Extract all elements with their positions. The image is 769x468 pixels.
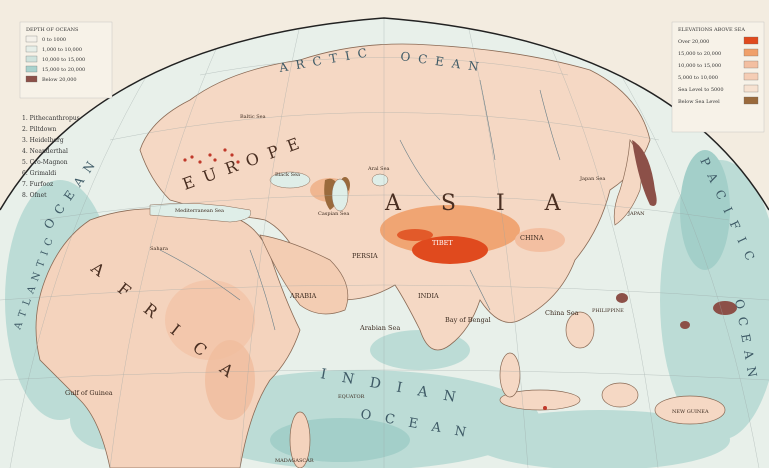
label-mediterranean: Mediterranean Sea <box>175 208 224 214</box>
elev-label-5: Below Sea Level <box>678 99 720 105</box>
site-item: 6. Grimaldi <box>22 170 56 177</box>
elev-label-4: Sea Level to 5000 <box>678 87 724 93</box>
label-tibet: TIBET <box>432 239 453 247</box>
depth-legend: DEPTH OF OCEANS 0 to 1000 1,000 to 10,00… <box>19 21 113 99</box>
depth-swatch-1 <box>25 45 38 53</box>
label-bay-of-bengal: Bay of Bengal <box>445 316 491 324</box>
madagascar-island <box>289 411 311 468</box>
label-china-sea: China Sea <box>545 309 579 317</box>
depth-label-1: 1,000 to 10,000 <box>42 47 82 53</box>
depth-legend-title: DEPTH OF OCEANS <box>26 27 79 33</box>
depth-swatch-3 <box>25 65 38 73</box>
depth-label-3: 15,000 to 20,000 <box>42 67 85 73</box>
label-black-sea: Black Sea <box>275 172 300 178</box>
inland-seas <box>149 171 389 223</box>
label-sahara: Sahara <box>150 246 168 252</box>
site-item: 2. Piltdown <box>22 126 57 133</box>
rivers <box>159 79 561 331</box>
label-persia: PERSIA <box>352 252 378 260</box>
ocean-trenches <box>616 140 737 329</box>
elev-label-1: 15,000 to 20,000 <box>678 51 721 57</box>
elev-label-3: 5,000 to 10,000 <box>678 75 718 81</box>
label-new-guinea: NEW GUINEA <box>672 409 709 415</box>
se-asian-islands <box>499 311 726 425</box>
label-asia: ASIA <box>384 191 601 216</box>
label-japan: JAPAN <box>627 211 645 217</box>
label-arabia: ARABIA <box>289 292 317 300</box>
site-item: 7. Furfooz <box>22 181 53 188</box>
arabia-landmass <box>259 234 349 315</box>
site-item: 3. Heidelberg <box>22 137 64 144</box>
label-gulf-of-guinea: Gulf of Guinea <box>65 389 113 397</box>
elevation-legend: ELEVATIONS ABOVE SEA Over 20,000 15,000 … <box>671 21 765 133</box>
site-item: 4. Neanderthal <box>22 148 68 155</box>
depth-swatch-0 <box>25 35 38 43</box>
elev-swatch-2 <box>743 60 759 69</box>
site-item: 8. Ofnet <box>22 192 47 199</box>
label-equator: EQUATOR <box>338 394 365 400</box>
label-aral-sea: Aral Sea <box>367 166 390 172</box>
elev-swatch-0 <box>743 36 759 45</box>
elev-swatch-3 <box>743 72 759 81</box>
label-madagascar: MADAGASCAR <box>275 458 314 464</box>
label-arabian-sea: Arabian Sea <box>359 324 400 332</box>
elevation-legend-title: ELEVATIONS ABOVE SEA <box>678 27 745 33</box>
label-japan-sea: Japan Sea <box>579 176 605 182</box>
label-india: INDIA <box>418 292 439 300</box>
elevation-shading <box>165 178 565 420</box>
sites-list: 1. Pithecanthropus 2. Piltdown 3. Heidel… <box>22 115 80 199</box>
site-item: 1. Pithecanthropus <box>22 115 80 122</box>
label-philippine: PHILIPPINE <box>592 308 624 314</box>
depth-swatch-2 <box>25 55 38 63</box>
depth-label-2: 10,000 to 15,000 <box>42 57 85 63</box>
fossil-site-markers <box>183 148 547 410</box>
depth-label-4: Below 20,000 <box>42 77 77 83</box>
elev-swatch-5 <box>743 96 759 105</box>
elev-swatch-1 <box>743 48 759 57</box>
depth-label-0: 0 to 1000 <box>42 37 66 43</box>
site-item: 5. Cro-Magnon <box>22 159 68 166</box>
elev-label-0: Over 20,000 <box>678 39 709 45</box>
graticule <box>0 18 769 468</box>
eurasia-landmass <box>139 43 651 351</box>
label-caspian: Caspian Sea <box>318 211 349 217</box>
label-china: CHINA <box>520 234 544 242</box>
elev-label-2: 10,000 to 15,000 <box>678 63 721 69</box>
elev-swatch-4 <box>743 84 759 93</box>
label-baltic: Baltic Sea <box>240 114 266 120</box>
depth-swatch-4 <box>25 75 38 83</box>
